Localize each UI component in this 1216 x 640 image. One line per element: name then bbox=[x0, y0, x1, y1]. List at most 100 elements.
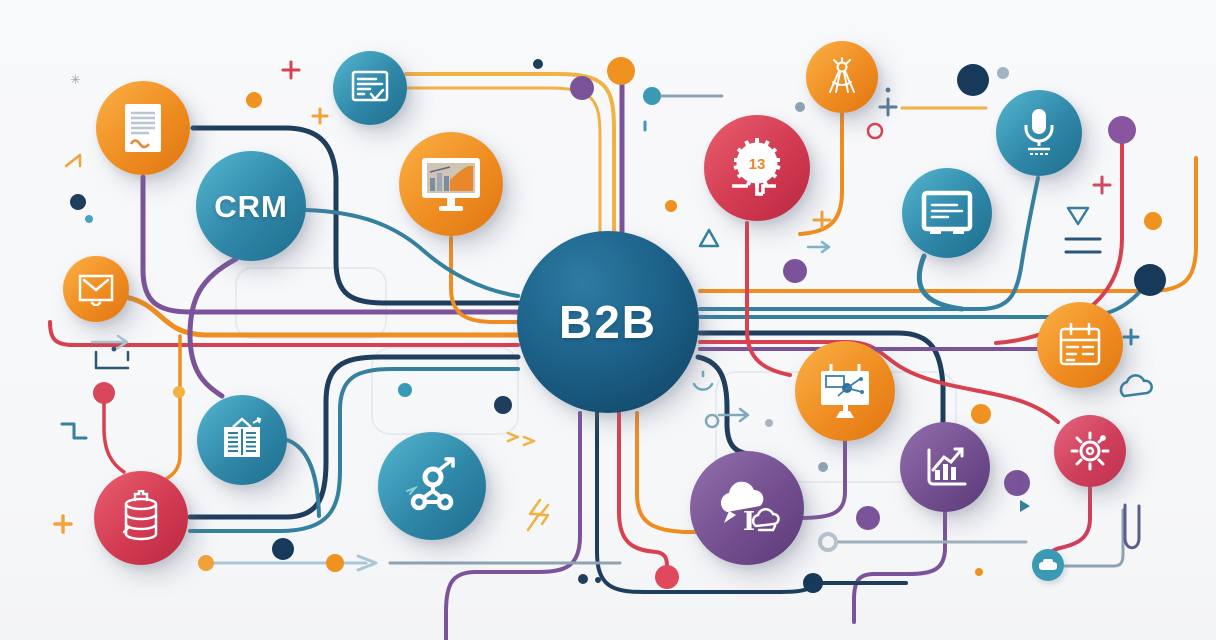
dot-navy-tiny bbox=[111, 346, 117, 352]
document-icon bbox=[125, 104, 161, 152]
crm-label: CRM bbox=[214, 188, 288, 224]
dot-navy-big bbox=[803, 573, 823, 593]
plus-orange bbox=[53, 514, 73, 534]
cloud-chat-icon: I bbox=[720, 481, 780, 537]
database-node bbox=[94, 471, 188, 565]
dot-navy bbox=[533, 59, 543, 69]
dot-gray bbox=[818, 462, 828, 472]
lightning-yellow bbox=[526, 498, 550, 532]
dot-gray bbox=[795, 102, 805, 112]
dot-teal bbox=[398, 383, 412, 397]
cloud-badge-node bbox=[1032, 549, 1064, 581]
microphone-icon bbox=[1024, 109, 1054, 155]
network-nodes-icon bbox=[406, 457, 455, 511]
smiley-arc-teal bbox=[692, 370, 714, 391]
presentation-node bbox=[795, 341, 895, 441]
gear-13-icon: 13 bbox=[732, 138, 781, 196]
dot-red bbox=[93, 382, 115, 404]
dot-purple-big bbox=[1108, 116, 1136, 144]
dot-orange bbox=[326, 554, 344, 572]
dot-purple bbox=[1004, 470, 1030, 496]
dot-navy bbox=[70, 194, 86, 210]
hub-node: B2B bbox=[517, 231, 699, 413]
dot-orange bbox=[1144, 212, 1162, 230]
plus-orange bbox=[812, 210, 832, 230]
dot-navy-tiny bbox=[885, 87, 891, 93]
compass-icon bbox=[829, 57, 855, 93]
browser-node bbox=[902, 168, 992, 258]
dot-navy-big bbox=[272, 538, 294, 560]
certificate-icon bbox=[351, 70, 389, 102]
monitor-chart-icon bbox=[422, 158, 480, 211]
open-book-icon bbox=[224, 417, 262, 457]
plus-navy2 bbox=[878, 97, 898, 117]
asterisk-mark: ✳ bbox=[70, 72, 81, 87]
compass-node bbox=[806, 41, 878, 113]
dot-navy-big bbox=[957, 64, 989, 96]
calendar-icon bbox=[1059, 322, 1101, 366]
bracket-navy bbox=[94, 350, 130, 370]
dot-teal bbox=[85, 215, 93, 223]
database-icon bbox=[122, 490, 158, 541]
gear-icon bbox=[1070, 431, 1110, 471]
cloud-icon bbox=[1039, 559, 1057, 570]
growth-chart-node bbox=[900, 422, 990, 512]
dot-orange bbox=[971, 404, 991, 424]
play-teal bbox=[1020, 500, 1030, 512]
dot-navy-big bbox=[1134, 264, 1166, 296]
dot-navy-tiny bbox=[595, 577, 601, 583]
dot-teal bbox=[643, 87, 661, 105]
microphone-node bbox=[996, 90, 1082, 176]
line-chart-icon bbox=[927, 447, 967, 486]
dot-bluegray bbox=[997, 67, 1009, 79]
equals-navy bbox=[1064, 237, 1102, 254]
crm-node: CRM bbox=[196, 151, 306, 261]
triangle-teal bbox=[698, 228, 720, 248]
ledger-node bbox=[197, 395, 287, 485]
circle-arrow-teal bbox=[704, 407, 750, 429]
dot-purple bbox=[856, 506, 880, 530]
ring-red bbox=[866, 122, 884, 140]
dot-yellow bbox=[173, 386, 185, 398]
gear-node bbox=[1054, 415, 1126, 487]
plus-red bbox=[281, 60, 301, 80]
presentation-board-icon bbox=[821, 364, 869, 418]
dot-purple bbox=[783, 259, 807, 283]
cloud-outline-teal bbox=[1119, 374, 1153, 398]
cloud-chat-node: I bbox=[690, 451, 804, 565]
dot-orange bbox=[246, 92, 262, 108]
plus-teal bbox=[1122, 328, 1140, 346]
svg-text:I: I bbox=[743, 507, 755, 537]
dot-orange bbox=[198, 555, 214, 571]
certificate-node bbox=[333, 51, 407, 125]
dot-orange-tiny bbox=[975, 568, 983, 576]
dot-red bbox=[655, 565, 679, 589]
triangle-down-teal bbox=[1066, 206, 1090, 226]
dot-orange bbox=[607, 57, 635, 85]
dot-purple bbox=[570, 76, 594, 100]
angle-orange bbox=[64, 153, 82, 168]
chevrons-yellow bbox=[506, 431, 536, 447]
monitor-chart-node bbox=[399, 132, 503, 236]
gear-count-label: 13 bbox=[749, 156, 766, 173]
connector-lines-bottom-left bbox=[187, 354, 521, 533]
arrow-teal bbox=[806, 240, 831, 254]
browser-panel-icon bbox=[921, 190, 973, 234]
arrow-lightblue bbox=[90, 334, 129, 350]
plus-red bbox=[1092, 175, 1112, 195]
dot-navy bbox=[494, 396, 512, 414]
envelope-icon bbox=[78, 274, 114, 306]
dot-gray-tiny bbox=[765, 419, 773, 427]
dot-navy bbox=[578, 574, 588, 584]
calendar-node bbox=[1037, 302, 1123, 388]
network-share-node bbox=[378, 432, 486, 540]
gear-counter-node: 13 bbox=[704, 115, 810, 221]
hub-label: B2B bbox=[558, 296, 658, 348]
zigzag-teal bbox=[60, 422, 88, 440]
connector-lines-left bbox=[48, 72, 724, 481]
document-node bbox=[96, 81, 190, 175]
plus-orange bbox=[311, 107, 329, 125]
dot-orange-small bbox=[665, 200, 677, 212]
